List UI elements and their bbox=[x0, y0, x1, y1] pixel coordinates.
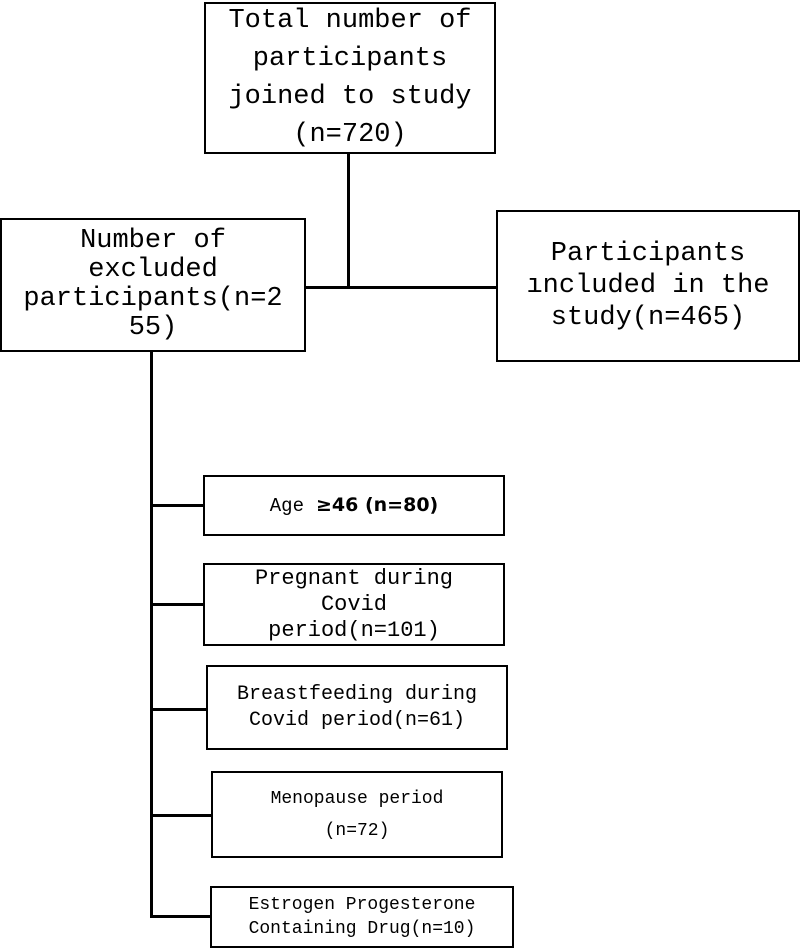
age-value: ≥46 (n=80) bbox=[316, 493, 439, 516]
drug-line-2: Containing Drug(n=10) bbox=[248, 919, 476, 939]
connector-branch-pregnant bbox=[150, 603, 203, 606]
breastfeeding-line-2: Covid period(n=61) bbox=[248, 708, 466, 732]
excluded-line-2: excluded bbox=[88, 255, 218, 285]
connector-total-down bbox=[347, 154, 350, 288]
age-criterion-box: Age ≥46 (n=80) bbox=[203, 475, 505, 536]
total-line-4: (n=720) bbox=[293, 120, 407, 150]
connector-branch-age bbox=[150, 504, 203, 507]
drug-line-1: Estrogen Progesterone bbox=[248, 895, 476, 915]
included-line-1: Participants bbox=[550, 239, 746, 269]
drug-criterion-box: Estrogen Progesterone Containing Drug(n=… bbox=[210, 886, 514, 948]
connector-branch-menopause bbox=[150, 814, 211, 817]
connector-branch-drug bbox=[150, 915, 210, 918]
included-participants-box: Participants ıncluded in the study(n=465… bbox=[496, 210, 800, 362]
menopause-line-2: (n=72) bbox=[324, 820, 390, 841]
breastfeeding-criterion-box: Breastfeeding during Covid period(n=61) bbox=[206, 665, 508, 750]
excluded-line-1: Number of bbox=[80, 226, 226, 256]
pregnant-line-3: period(n=101) bbox=[268, 617, 440, 643]
total-participants-box: Total number of participants joined to s… bbox=[204, 2, 496, 154]
pregnant-line-1: Pregnant during bbox=[254, 565, 454, 591]
total-line-2: participants bbox=[252, 44, 448, 74]
age-label: Age bbox=[269, 494, 304, 517]
connector-excluded-spine bbox=[150, 352, 153, 918]
included-line-3: study(n=465) bbox=[550, 303, 746, 333]
menopause-criterion-box: Menopause period (n=72) bbox=[211, 771, 503, 858]
pregnant-line-2: Covid bbox=[320, 591, 387, 617]
included-line-2: ıncluded in the bbox=[526, 271, 770, 301]
connector-excluded-included bbox=[306, 286, 496, 289]
total-line-3: joined to study bbox=[228, 82, 472, 112]
excluded-line-3: participants(n=2 bbox=[23, 284, 283, 314]
excluded-participants-box: Number of excluded participants(n=2 55) bbox=[0, 218, 306, 352]
excluded-line-4: 55) bbox=[128, 313, 178, 343]
menopause-line-1: Menopause period bbox=[270, 788, 444, 809]
connector-branch-breastfeeding bbox=[150, 708, 206, 711]
age-criterion-text: Age ≥46 (n=80) bbox=[270, 494, 438, 518]
pregnant-criterion-box: Pregnant during Covid period(n=101) bbox=[203, 563, 505, 646]
total-line-1: Total number of bbox=[228, 6, 472, 36]
breastfeeding-line-1: Breastfeeding during bbox=[236, 682, 478, 706]
